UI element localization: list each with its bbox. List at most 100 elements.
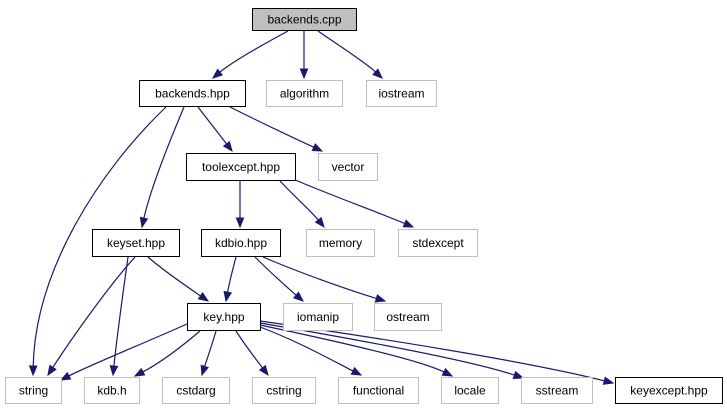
node-box [338, 377, 419, 404]
node-toolexcept-hpp[interactable]: toolexcept.hpp [186, 153, 296, 181]
node-label: kdbio.hpp [215, 236, 267, 250]
node-box [283, 303, 353, 331]
edge-key-hpp-to-kdb-h [133, 330, 201, 377]
node-label: kdb.h [97, 384, 126, 398]
node-label: algorithm [280, 87, 329, 101]
edge-backends-hpp-to-toolexcept-hpp [197, 106, 233, 153]
edge-line [259, 326, 355, 372]
arrowhead-icon [109, 365, 119, 377]
node-keyexcept-hpp[interactable]: keyexcept.hpp [615, 377, 723, 404]
edge-backends-hpp-to-keyset-hpp [139, 106, 185, 229]
node-label: stdexcept [412, 236, 464, 250]
edge-line [218, 30, 289, 74]
node-label: sstream [536, 384, 579, 398]
node-kdb-h: kdb.h [84, 377, 140, 404]
node-backends-hpp[interactable]: backends.hpp [139, 80, 246, 107]
node-ostream: ostream [374, 303, 442, 331]
edge-line [292, 178, 406, 225]
node-label: cstring [266, 384, 301, 398]
node-label: string [19, 384, 48, 398]
edge-key-hpp-to-functional [259, 326, 363, 376]
arrowhead-icon [292, 291, 305, 302]
edge-line [262, 256, 378, 300]
edge-line [259, 324, 446, 373]
node-box [139, 80, 246, 107]
node-string: string [5, 377, 62, 404]
edge-line [279, 180, 320, 222]
node-iomanip: iomanip [283, 303, 353, 331]
node-label: memory [319, 236, 362, 250]
arrowhead-icon [512, 370, 525, 380]
node-box [186, 153, 296, 181]
node-key-hpp[interactable]: key.hpp [187, 303, 261, 331]
edge-toolexcept-hpp-to-kdbio-hpp [235, 181, 245, 229]
node-kdbio-hpp[interactable]: kdbio.hpp [201, 229, 281, 257]
node-label: keyset.hpp [107, 236, 165, 250]
edge-backends-cpp-to-algorithm [299, 30, 309, 80]
edge-line [141, 330, 201, 373]
node-cstdarg: cstdarg [162, 377, 230, 404]
node-sstream: sstream [521, 377, 593, 404]
edge-line [67, 323, 188, 377]
arrowhead-icon [235, 217, 245, 229]
edge-backends-cpp-to-backends-hpp [211, 30, 289, 79]
edge-kdbio-hpp-to-ostream [262, 256, 387, 303]
arrowhead-icon [441, 367, 454, 377]
arrowhead-icon [374, 294, 387, 303]
node-box [5, 377, 62, 404]
edge-line [229, 106, 315, 149]
edge-key-hpp-to-string [59, 323, 188, 381]
node-box [306, 229, 375, 257]
node-box [521, 377, 593, 404]
node-keyset-hpp[interactable]: keyset.hpp [92, 229, 180, 257]
edge-backends-hpp-to-string [28, 106, 167, 377]
node-functional: functional [338, 377, 419, 404]
node-backends-cpp[interactable]: backends.cpp [252, 8, 357, 31]
node-box [92, 229, 180, 257]
node-memory: memory [306, 229, 375, 257]
node-label: toolexcept.hpp [202, 160, 280, 174]
edge-line [143, 106, 185, 220]
node-box [366, 80, 437, 107]
node-box [398, 229, 478, 257]
node-label: ostream [386, 310, 429, 324]
node-label: iostream [378, 87, 424, 101]
edge-line [203, 330, 217, 368]
arrowhead-icon [197, 292, 210, 302]
arrowhead-icon [223, 290, 233, 303]
node-box [187, 303, 261, 331]
node-box [318, 153, 378, 181]
edge-keyset-hpp-to-string [47, 256, 136, 377]
node-label: vector [332, 160, 365, 174]
edge-key-hpp-to-cstring [235, 330, 269, 377]
edge-keyset-hpp-to-kdb-h [109, 256, 129, 377]
node-cstring: cstring [252, 377, 316, 404]
edge-toolexcept-hpp-to-memory [279, 180, 325, 229]
edge-key-hpp-to-locale [259, 324, 454, 377]
node-box [84, 377, 140, 404]
arrowhead-icon [372, 68, 383, 79]
edge-layer [28, 30, 615, 385]
node-box [162, 377, 230, 404]
arrowhead-icon [350, 366, 363, 376]
node-box [252, 377, 316, 404]
edge-line [226, 256, 237, 294]
node-algorithm: algorithm [266, 80, 343, 107]
node-iostream: iostream [366, 80, 437, 107]
arrowhead-icon [299, 68, 309, 80]
edge-key-hpp-to-sstream [259, 322, 525, 380]
edge-line [317, 30, 377, 73]
node-label: keyexcept.hpp [630, 384, 708, 398]
node-locale: locale [441, 377, 499, 404]
arrowhead-icon [602, 376, 615, 385]
node-box [266, 80, 343, 107]
edge-toolexcept-hpp-to-stdexcept [292, 178, 415, 228]
arrowhead-icon [139, 216, 149, 229]
node-label: backends.hpp [155, 87, 230, 101]
edge-key-hpp-to-cstdarg [200, 330, 217, 377]
node-label: backends.cpp [267, 13, 341, 27]
arrowhead-icon [28, 365, 38, 377]
edge-line [235, 330, 264, 370]
arrowhead-icon [258, 364, 269, 377]
